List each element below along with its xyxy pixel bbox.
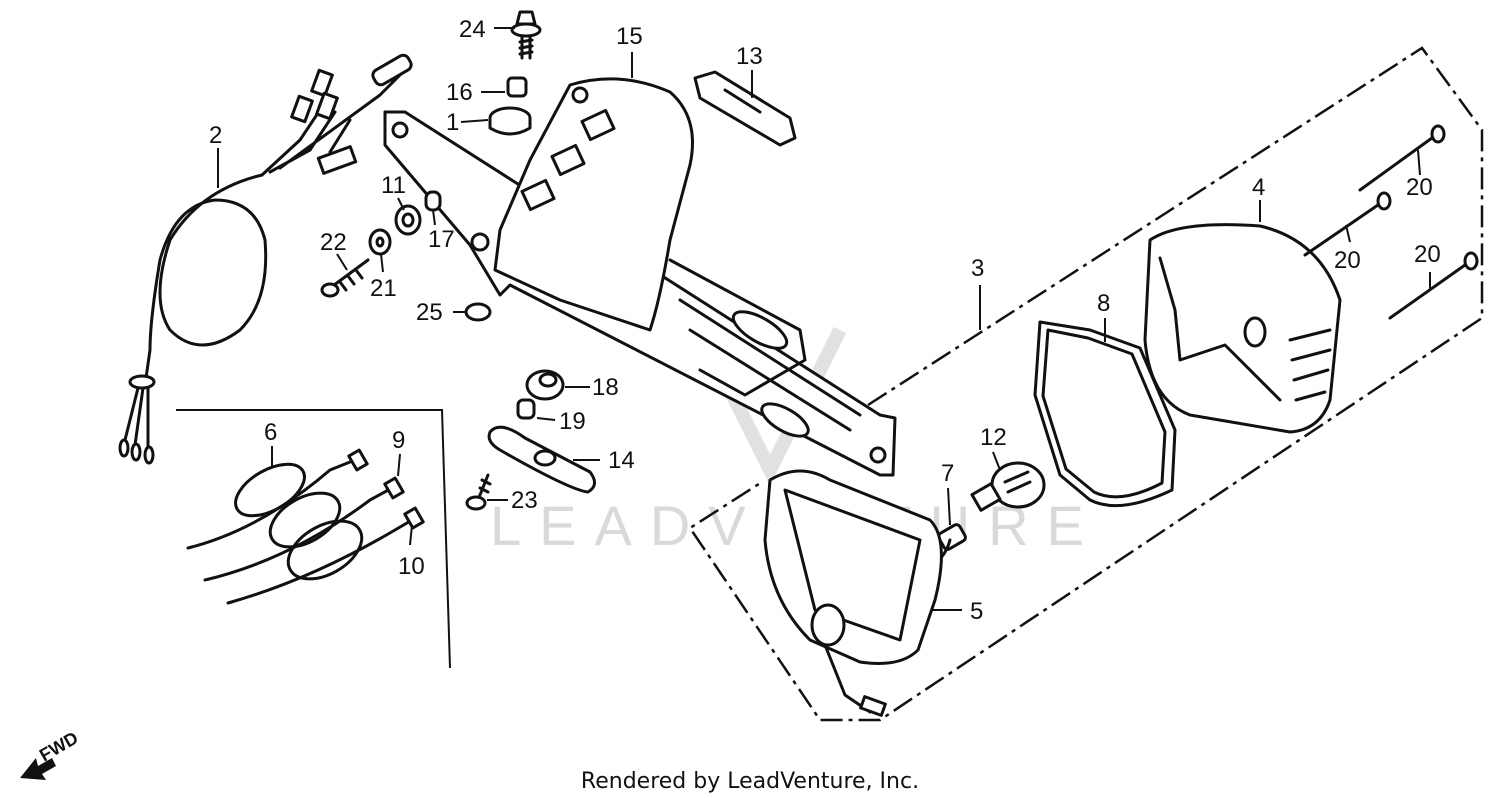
label-part-9: 9 (392, 427, 405, 454)
wire-harness-part-2 (118, 53, 413, 465)
screw-part-20-a (1358, 124, 1446, 192)
collar-part-16 (506, 76, 528, 98)
label-part-16: 16 (446, 79, 473, 106)
label-part-20-b: 20 (1334, 247, 1361, 274)
label-part-11: 11 (381, 172, 406, 199)
label-part-15: 15 (616, 23, 643, 50)
label-part-14: 14 (608, 447, 635, 474)
label-part-25: 25 (416, 299, 443, 326)
grommet-part-18 (525, 369, 565, 401)
bolt-part-24 (510, 10, 542, 60)
socket-part-9 (186, 448, 405, 582)
gasket-ring-part-6 (234, 462, 364, 581)
label-part-17: 17 (428, 226, 455, 253)
clip-part-13 (693, 70, 797, 147)
fwd-label: FWD (36, 728, 81, 766)
label-part-4: 4 (1252, 174, 1265, 201)
label-part-6: 6 (264, 419, 277, 446)
forward-arrow-icon: FWD (20, 728, 81, 780)
label-part-10: 10 (398, 553, 425, 580)
base-part-5 (763, 469, 943, 717)
gasket-part-8 (1033, 320, 1177, 508)
grommet-part-1 (488, 106, 532, 136)
label-part-1: 1 (446, 109, 459, 136)
collar-part-19 (516, 398, 536, 420)
bulb-part-12 (970, 461, 1046, 512)
label-part-5: 5 (970, 598, 983, 625)
screw-part-20-c (1388, 251, 1479, 320)
label-part-7: 7 (941, 460, 954, 487)
assembly-boundary-taillight (688, 46, 1484, 722)
washer-part-11 (394, 204, 422, 236)
label-part-19: 19 (559, 408, 586, 435)
plate-part-14 (487, 425, 596, 494)
label-part-12: 12 (980, 424, 1007, 451)
label-part-3: 3 (971, 255, 984, 282)
screw-part-22 (320, 258, 370, 298)
label-part-18: 18 (592, 374, 619, 401)
leader-lines (217, 27, 1431, 611)
label-part-8: 8 (1097, 290, 1110, 317)
label-part-22: 22 (320, 229, 347, 256)
bracket-part-15 (383, 77, 897, 477)
label-part-23: 23 (511, 487, 538, 514)
label-part-2: 2 (209, 122, 222, 149)
socket-part-10 (226, 506, 425, 605)
cap-part-17 (424, 190, 442, 212)
footer-credit: Rendered by LeadVenture, Inc. (581, 769, 919, 794)
label-part-21: 21 (370, 275, 397, 302)
label-part-13: 13 (736, 43, 763, 70)
washer-part-21 (368, 228, 392, 256)
bolt-part-23 (465, 473, 492, 511)
assembly-boundary-sockets (176, 409, 451, 669)
grommet-part-25 (464, 302, 492, 322)
lens-part-4 (1143, 223, 1342, 434)
screw-part-20-b (1303, 191, 1392, 257)
label-part-20-a: 20 (1406, 174, 1433, 201)
label-part-24: 24 (459, 16, 486, 43)
label-part-20-c: 20 (1414, 241, 1441, 268)
